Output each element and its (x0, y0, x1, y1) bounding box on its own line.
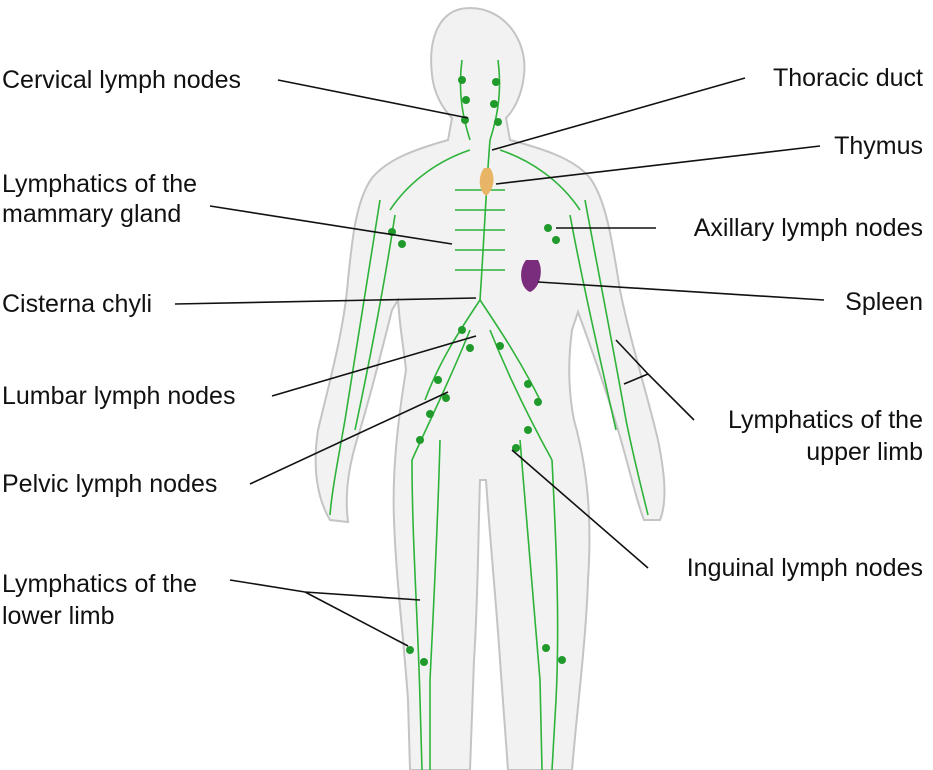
body-silhouette (314, 6, 666, 770)
label-inguinal-lymph-nodes: Inguinal lymph nodes (686, 554, 923, 582)
vessel-arm-left (329, 199, 381, 516)
node (406, 646, 414, 654)
body-outline (314, 6, 666, 770)
node (490, 100, 498, 108)
node (542, 644, 550, 652)
vessel-leg-left-2 (429, 439, 441, 770)
label-cisterna-chyli: Cisterna chyli (2, 290, 153, 318)
vessel-thoracic-duct (479, 139, 491, 301)
node (524, 426, 532, 434)
vessel-arm-left-2 (354, 214, 396, 431)
leader-pelvic (249, 391, 449, 485)
label-axillary-lymph-nodes: Axillary lymph nodes (693, 214, 923, 242)
vessel-chest-right (499, 149, 581, 211)
label-spleen: Spleen (845, 288, 923, 316)
vessel-arm-right-2 (569, 214, 617, 431)
node (496, 342, 504, 350)
label-mammary-line1: Lymphatics of the (2, 170, 198, 198)
node (458, 76, 466, 84)
leader-lumbar (271, 335, 477, 397)
node (426, 410, 434, 418)
node (558, 656, 566, 664)
vessel-abdomen-left (424, 299, 481, 401)
node (492, 78, 500, 86)
node (544, 224, 552, 232)
vessel-leg-right-2 (519, 439, 543, 770)
node (458, 326, 466, 334)
vessel-chest-left (389, 149, 471, 211)
lymph-vessels (329, 59, 649, 770)
label-thoracic-duct: Thoracic duct (772, 64, 923, 92)
vessel-pelvis-left (411, 329, 471, 461)
node (466, 344, 474, 352)
spleen-organ (521, 260, 541, 292)
leader-thymus (495, 145, 821, 185)
label-lumbar-lymph-nodes: Lumbar lymph nodes (2, 382, 236, 410)
leader-mammary (209, 205, 453, 245)
leader-cisterna (174, 297, 477, 305)
node (434, 376, 442, 384)
node (420, 658, 428, 666)
vessel-chest-ladder (455, 189, 505, 271)
node (416, 436, 424, 444)
thymus-organ (479, 168, 494, 196)
leader-thoracic (491, 77, 746, 151)
label-upper-limb-line2: upper limb (806, 438, 923, 466)
vessel-neck-right (489, 59, 501, 141)
node (552, 236, 560, 244)
label-thymus: Thymus (834, 132, 923, 160)
leader-cervical (277, 79, 469, 119)
node (462, 96, 470, 104)
label-upper-limb-line1: Lymphatics of the (727, 406, 923, 434)
vessel-leg-left (411, 459, 423, 770)
node (524, 380, 532, 388)
label-mammary-line2: mammary gland (2, 200, 182, 228)
label-lower-limb-line2: lower limb (2, 602, 115, 630)
leader-inguinal (511, 449, 649, 569)
leader-spleen (537, 281, 825, 301)
vessel-abdomen-right (479, 299, 541, 401)
vessel-neck-left (459, 59, 471, 141)
label-pelvic-lymph-nodes: Pelvic lymph nodes (2, 470, 218, 498)
leader-lower-limb (229, 579, 421, 647)
node (512, 444, 520, 452)
node (398, 240, 406, 248)
label-cervical-lymph-nodes: Cervical lymph nodes (2, 66, 241, 94)
leader-upper-limb (615, 339, 695, 421)
node (442, 394, 450, 402)
node (494, 118, 502, 126)
label-lower-limb-line1: Lymphatics of the (2, 570, 198, 598)
vessel-leg-right (551, 459, 559, 770)
vessel-arm-right (584, 199, 649, 516)
leader-lines (174, 77, 825, 647)
node (534, 398, 542, 406)
